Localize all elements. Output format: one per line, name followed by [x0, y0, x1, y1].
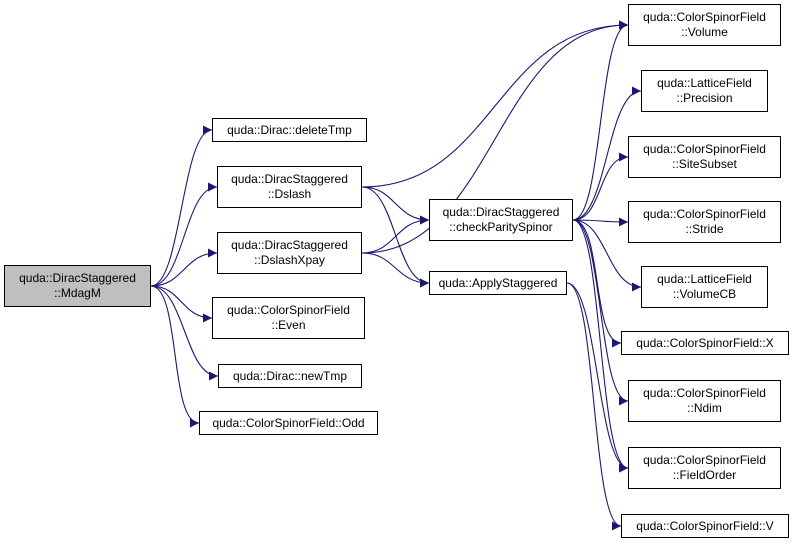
edge-applystaggered-to-v: [566, 282, 622, 531]
edge-mdagm-to-odd: [150, 285, 200, 428]
node-dslashxpay-line1: quda::DiracStaggered: [231, 238, 348, 252]
node-ndim-line2: ::Ndim: [687, 401, 722, 415]
node-sitesubset-line2: ::SiteSubset: [672, 157, 737, 171]
node-even[interactable]: quda::ColorSpinorField ::Even: [212, 297, 365, 339]
node-stride-line1: quda::ColorSpinorField: [643, 207, 766, 221]
edge-mdagm-to-newtmp: [150, 285, 219, 381]
edge-applystaggered-to-fieldorder: [566, 282, 629, 473]
edge-checkparity-to-x: [572, 219, 622, 348]
node-volumecb[interactable]: quda::LatticeField ::VolumeCB: [641, 266, 768, 308]
node-fieldorder-line1: quda::ColorSpinorField: [643, 453, 766, 467]
node-checkparity-line2: ::checkParitySpinor: [449, 220, 553, 234]
node-sitesubset[interactable]: quda::ColorSpinorField ::SiteSubset: [628, 136, 781, 178]
edge-checkparity-to-sitesubset: [572, 152, 629, 221]
edge-checkparity-to-fieldorder: [572, 219, 629, 473]
edge-checkparity-to-stride: [572, 217, 629, 227]
node-applystaggered-label: quda::ApplyStaggered: [438, 275, 558, 290]
edge-mdagm-to-dslashxpay: [150, 248, 218, 287]
edge-dslash-to-volume: [361, 20, 629, 188]
node-applystaggered[interactable]: quda::ApplyStaggered: [429, 271, 567, 295]
edge-dslash-to-checkparity: [361, 186, 430, 225]
edge-checkparity-to-precision: [572, 86, 642, 221]
node-newtmp[interactable]: quda::Dirac::newTmp: [218, 364, 362, 388]
node-ndim[interactable]: quda::ColorSpinorField ::Ndim: [628, 380, 781, 422]
node-mdagm-line2: ::MdagM: [54, 286, 101, 300]
edge-mdagm-to-dslash: [150, 182, 218, 287]
node-ndim-line1: quda::ColorSpinorField: [643, 386, 766, 400]
node-deletetmp-label: quda::Dirac::deleteTmp: [227, 122, 352, 137]
edge-checkparity-to-ndim: [572, 219, 629, 406]
edge-checkparity-to-volumecb: [572, 219, 642, 292]
node-volume[interactable]: quda::ColorSpinorField ::Volume: [628, 4, 781, 46]
node-checkparity[interactable]: quda::DiracStaggered ::checkParitySpinor: [429, 199, 573, 241]
node-precision-line2: ::Precision: [676, 91, 733, 105]
node-mdagm-line1: quda::DiracStaggered: [19, 271, 136, 285]
node-v-label: quda::ColorSpinorField::V: [636, 518, 774, 533]
node-v[interactable]: quda::ColorSpinorField::V: [621, 514, 789, 538]
node-odd[interactable]: quda::ColorSpinorField::Odd: [199, 411, 378, 435]
edge-dslashxpay-to-applystaggered: [361, 252, 430, 288]
node-deletetmp[interactable]: quda::Dirac::deleteTmp: [212, 118, 367, 142]
node-sitesubset-line1: quda::ColorSpinorField: [643, 142, 766, 156]
edge-checkparity-to-volume: [572, 20, 629, 221]
node-dslash-line1: quda::DiracStaggered: [231, 172, 348, 186]
node-fieldorder[interactable]: quda::ColorSpinorField ::FieldOrder: [628, 447, 781, 489]
node-stride[interactable]: quda::ColorSpinorField ::Stride: [628, 201, 781, 243]
node-odd-label: quda::ColorSpinorField::Odd: [212, 415, 365, 430]
node-newtmp-label: quda::Dirac::newTmp: [232, 368, 348, 383]
node-precision-line1: quda::LatticeField: [657, 76, 752, 90]
edge-dslashxpay-to-checkparity: [361, 215, 430, 254]
node-dslashxpay-line2: ::DslashXpay: [254, 253, 325, 267]
node-volume-line1: quda::ColorSpinorField: [643, 10, 766, 24]
node-dslash-line2: ::Dslash: [267, 187, 312, 201]
node-x[interactable]: quda::ColorSpinorField::X: [621, 331, 789, 355]
node-volumecb-line2: ::VolumeCB: [672, 287, 737, 301]
node-dslashxpay[interactable]: quda::DiracStaggered ::DslashXpay: [217, 232, 362, 274]
node-stride-line2: ::Stride: [685, 222, 724, 236]
node-precision[interactable]: quda::LatticeField ::Precision: [641, 70, 768, 112]
node-volumecb-line1: quda::LatticeField: [657, 272, 752, 286]
edge-dslash-to-applystaggered: [361, 186, 430, 288]
node-volume-line2: ::Volume: [681, 25, 728, 39]
node-fieldorder-line2: ::FieldOrder: [672, 468, 737, 482]
node-x-label: quda::ColorSpinorField::X: [636, 335, 774, 350]
edge-mdagm-to-even: [150, 285, 213, 323]
node-checkparity-line1: quda::DiracStaggered: [442, 205, 560, 219]
node-even-line2: ::Even: [271, 318, 306, 332]
node-dslash[interactable]: quda::DiracStaggered ::Dslash: [217, 166, 362, 208]
edge-dslashxpay-to-volume: [361, 20, 629, 254]
node-even-line1: quda::ColorSpinorField: [227, 303, 350, 317]
edge-mdagm-to-deletetmp: [150, 125, 213, 287]
node-mdagm: quda::DiracStaggered ::MdagM: [4, 265, 151, 307]
